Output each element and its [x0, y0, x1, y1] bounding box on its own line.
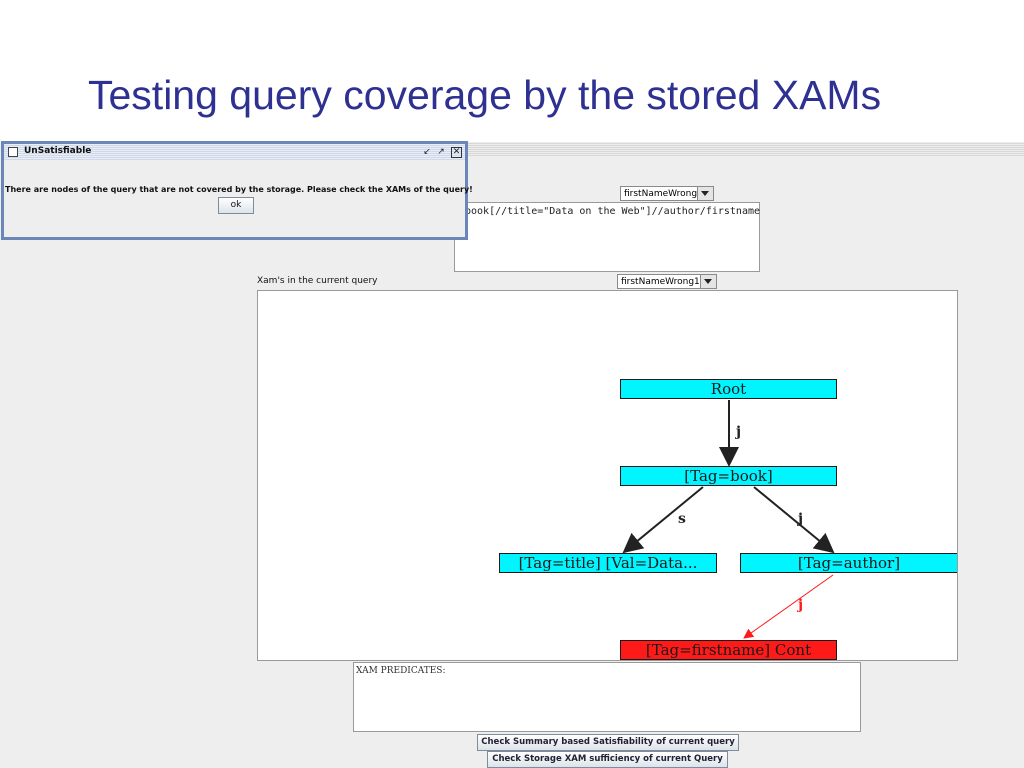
check-summary-button[interactable]: Check Summary based Satisfiability of cu…: [477, 734, 739, 751]
close-icon[interactable]: ✕: [451, 147, 462, 158]
xam-selector-combo[interactable]: firstNameWrong1: [617, 274, 717, 289]
maximize-icon[interactable]: ↗: [437, 147, 445, 157]
query-selector-value: firstNameWrong: [624, 189, 698, 199]
dialog-title: UnSatisfiable: [24, 146, 92, 156]
tree-node-author[interactable]: [Tag=author]: [740, 553, 957, 573]
chevron-down-icon[interactable]: [697, 187, 713, 200]
query-text-area[interactable]: book[//title="Data on the Web"]//author/…: [454, 202, 760, 272]
dialog-message: There are nodes of the query that are no…: [5, 185, 473, 194]
edge-label-root-book: j: [736, 424, 742, 440]
edge-label-author-firstname: j: [798, 597, 804, 613]
edge-book-author: [753, 486, 835, 554]
xam-selector-value: firstNameWrong1: [621, 277, 700, 287]
slide-title: Testing query coverage by the stored XAM…: [88, 72, 882, 118]
unsatisfiable-dialog: UnSatisfiable ↙ ↗ ✕ There are nodes of t…: [1, 141, 473, 240]
tree-node-book[interactable]: [Tag=book]: [620, 466, 837, 486]
tree-node-root[interactable]: Root: [620, 379, 837, 399]
tree-edges: [622, 400, 835, 639]
dialog-window-icon: [8, 147, 18, 157]
xam-panel-label: Xam's in the current query: [257, 276, 378, 286]
dialog-titlebar[interactable]: UnSatisfiable ↙ ↗ ✕: [4, 144, 465, 160]
xam-predicates-area[interactable]: XAM PREDICATES:: [353, 662, 861, 732]
edge-label-book-author: j: [798, 511, 804, 527]
minimize-icon[interactable]: ↙: [423, 147, 431, 157]
window-top-strip: [466, 142, 1024, 156]
edge-author-firstname: [743, 574, 834, 639]
query-text: book[//title="Data on the Web"]//author/…: [465, 206, 761, 217]
check-storage-button[interactable]: Check Storage XAM sufficiency of current…: [487, 751, 728, 768]
tree-node-title[interactable]: [Tag=title] [Val=Data...: [499, 553, 717, 573]
query-selector-combo[interactable]: firstNameWrong: [620, 186, 714, 201]
xam-tree-canvas[interactable]: Root [Tag=book] [Tag=title] [Val=Data...…: [257, 290, 958, 661]
edge-label-book-title: s: [678, 511, 686, 527]
dialog-ok-button[interactable]: ok: [218, 197, 254, 214]
edge-book-title: [622, 486, 704, 554]
xam-predicates-label: XAM PREDICATES:: [356, 666, 446, 676]
tree-node-firstname[interactable]: [Tag=firstname] Cont: [620, 640, 837, 660]
chevron-down-icon[interactable]: [700, 275, 716, 288]
